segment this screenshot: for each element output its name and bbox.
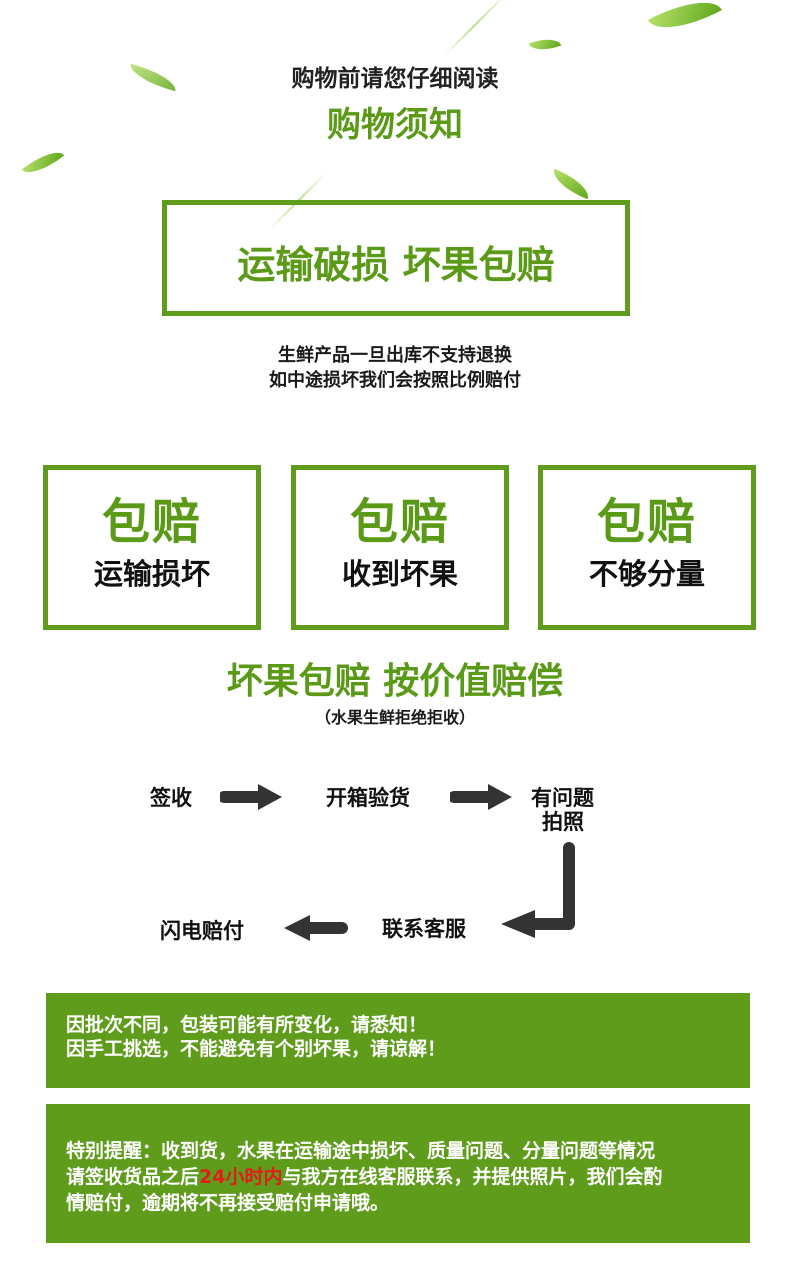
card-label: 不够分量 [588,557,705,591]
card-title: 包赔 [596,494,697,550]
card-title: 包赔 [101,494,202,550]
panel-text: 与我方在线客服联系，并提供照片，我们会酌 [282,1166,663,1188]
page-title: 购物须知 [327,105,463,145]
leaf-icon [647,0,723,43]
panel-line: 因批次不同，包装可能有所变化，请悉知！ [66,1014,428,1036]
card-label: 收到坏果 [341,557,458,591]
card-title: 包赔 [349,494,450,550]
step-photo-line-1: 有问题 [531,786,594,810]
arrow-left-icon [284,915,348,941]
panel-line: 特别提醒：收到货，水果在运输途中损坏、质量问题、分量问题等情况 [66,1140,656,1162]
step-contact-service: 联系客服 [382,917,466,941]
notice-panel-batch: 因批次不同，包装可能有所变化，请悉知！ 因手工挑选，不能避免有个别坏果，请谅解！ [46,993,750,1088]
arrow-right-icon [450,784,512,810]
card-short-weight: 包赔 不够分量 [538,465,756,630]
step-fast-compensation: 闪电赔付 [160,919,244,943]
notice-line-1: 生鲜产品一旦出库不支持退换 [278,345,512,366]
policy-headline: 坏果包赔 按价值赔偿 [226,661,564,702]
highlight-24h: 24小时内 [199,1166,283,1188]
arrow-down-left-icon [501,842,575,938]
panel-text: 请签收货品之后 [66,1166,200,1188]
card-transport-damage: 包赔 运输损坏 [43,465,261,630]
panel-line: 请签收货品之后24小时内与我方在线客服联系，并提供照片，我们会酌 [66,1164,750,1190]
light-streak [442,0,508,58]
leaf-icon [528,33,562,56]
leaf-icon [548,168,594,200]
step-unbox: 开箱验货 [326,786,410,810]
panel-line: 情赔付，逾期将不再接受赔付申请哦。 [66,1192,390,1214]
panel-line: 因手工挑选，不能避免有个别坏果，请谅解！ [66,1038,447,1060]
policy-note: （水果生鲜拒绝拒收） [314,708,475,727]
leaf-icon [21,143,65,182]
card-bad-fruit: 包赔 收到坏果 [291,465,509,630]
step-sign: 签收 [150,786,192,810]
notice-line-2: 如中途损坏我们会按照比例赔付 [269,370,521,391]
arrow-right-icon [220,784,282,810]
card-label: 运输损坏 [93,557,210,591]
headline-box: 运输破损 坏果包赔 [162,200,630,316]
headline-text: 运输破损 坏果包赔 [237,243,555,287]
notice-panel-reminder: 特别提醒：收到货，水果在运输途中损坏、质量问题、分量问题等情况 请签收货品之后2… [46,1104,750,1243]
step-photo-line-2: 拍照 [542,810,584,834]
kicker-text: 购物前请您仔细阅读 [291,66,499,92]
